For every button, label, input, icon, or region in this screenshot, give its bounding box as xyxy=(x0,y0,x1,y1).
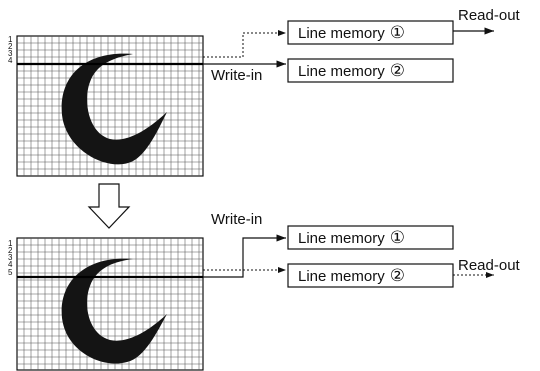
bottom-line-memory-2-label: Line memory xyxy=(298,268,385,285)
bottom-crescent-shape xyxy=(61,258,167,364)
bottom-row-number-1: 1 xyxy=(8,239,13,248)
top-writein-label: Write-in xyxy=(211,67,262,84)
top-crescent-shape xyxy=(61,53,167,165)
top-line-memory-2-label: Line memory xyxy=(298,63,385,80)
top-readout-label: Read-out xyxy=(458,7,521,24)
bottom-line-memory-2-badge: ② xyxy=(390,266,405,285)
bottom-line-memory-2: Line memory ② xyxy=(287,263,454,288)
top-row-numbers: 1 2 3 4 xyxy=(8,35,13,65)
top-line-memory-2: Line memory ② xyxy=(287,58,454,83)
bottom-row-number-2: 2 xyxy=(8,246,13,255)
top-line-memory-1-label: Line memory xyxy=(298,25,385,42)
top-readout-connector xyxy=(203,30,286,58)
bottom-readout-label: Read-out xyxy=(458,257,521,274)
bottom-image-grid xyxy=(16,237,204,371)
bottom-writein-label: Write-in xyxy=(211,211,262,228)
bottom-line-memory-1: Line memory ① xyxy=(287,225,454,250)
bottom-row-number-3: 3 xyxy=(8,253,13,262)
bottom-line-memory-1-badge: ① xyxy=(390,228,405,247)
top-line-memory-1: Line memory ① xyxy=(287,20,454,45)
bottom-row-number-5: 5 xyxy=(8,268,13,277)
bottom-row-numbers: 1 2 3 4 5 xyxy=(8,239,13,277)
top-row-number-4: 4 xyxy=(8,56,13,65)
bottom-panel: 1 2 3 4 5 Line memory ① Line memory ② Read… xyxy=(8,211,521,371)
top-row-number-2: 2 xyxy=(8,42,13,51)
top-row-number-1: 1 xyxy=(8,35,13,44)
bottom-row-number-4: 4 xyxy=(8,260,13,269)
bottom-line-memory-1-label: Line memory xyxy=(298,230,385,247)
top-panel: 1 2 3 4 Line memory ① Line memory ② Read-o… xyxy=(8,7,521,177)
bottom-writein-connector xyxy=(203,234,286,278)
top-image-grid xyxy=(16,35,204,177)
transition-down-arrow-icon xyxy=(87,183,131,229)
top-line-memory-1-badge: ① xyxy=(390,23,405,42)
top-line-memory-2-badge: ② xyxy=(390,61,405,80)
top-row-number-3: 3 xyxy=(8,49,13,58)
